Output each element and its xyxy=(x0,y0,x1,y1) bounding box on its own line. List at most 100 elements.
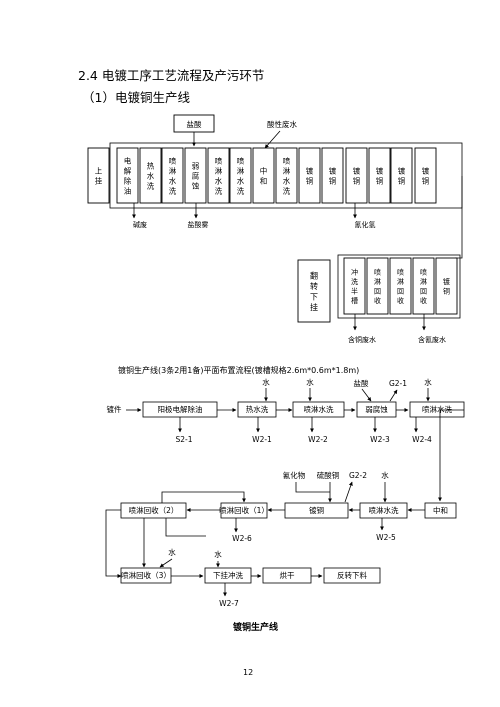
tank-label: 中和 xyxy=(260,166,268,186)
hydrogen-cyanide-label: 氰化氢 xyxy=(355,220,376,229)
cyanide-wastewater-label: 含氰废水 xyxy=(418,335,446,344)
page-number: 12 xyxy=(243,668,254,677)
spray-rinse-box-3 xyxy=(359,502,408,519)
tank-label: 冲洗半槽 xyxy=(351,268,358,306)
tank xyxy=(414,147,437,204)
tank-label: 镀铜 xyxy=(376,166,384,186)
section-heading: 2.4 电镀工序工艺流程及产污环节 xyxy=(78,68,265,83)
unload-tank xyxy=(297,259,331,323)
tank xyxy=(229,147,252,204)
copper-wastewater-label: 含铜废水 xyxy=(348,335,376,344)
tank xyxy=(275,147,298,204)
weak-etch-box-label: 弱腐蚀 xyxy=(365,404,388,414)
flow-arrow xyxy=(389,389,398,402)
hcl-mist-label: 盐酸雾 xyxy=(188,220,209,229)
copper-plating-box-label: 镀铜 xyxy=(309,505,324,515)
tank xyxy=(389,257,412,315)
tank-line-frame xyxy=(109,142,463,209)
spray-recovery-3-box xyxy=(120,567,172,584)
w2-3-label: W2-3 xyxy=(370,435,390,444)
unload-tank-label: 翻转下挂 xyxy=(310,271,318,312)
s2-1-label: S2-1 xyxy=(175,435,192,444)
hcl-input-label: 盐酸 xyxy=(187,119,202,129)
neutralize-box xyxy=(424,502,457,519)
tank-layout-diagram: 上挂电解除油热水洗喷淋水洗弱腐蚀喷淋水洗喷淋水洗中和喷淋水洗镀铜镀铜镀铜镀铜镀铜… xyxy=(87,114,463,344)
spray-recovery-1-box-label: 喷淋回收（1） xyxy=(219,505,269,515)
copper-sulfate-label: 硫酸铜 xyxy=(317,470,340,480)
flow-path xyxy=(105,509,122,578)
spray-rinse-box-1-label: 喷淋水洗 xyxy=(304,404,334,414)
flow-path xyxy=(165,518,206,537)
w2-4-label: W2-4 xyxy=(412,435,432,444)
w2-5-label: W2-5 xyxy=(376,533,396,542)
rinse-unload-box xyxy=(204,567,252,584)
tank-label: 喷淋回收 xyxy=(397,268,404,306)
tank-label: 镀铜 xyxy=(398,166,406,186)
hot-rinse-box xyxy=(237,401,277,418)
tank-label: 喷淋水洗 xyxy=(169,156,177,196)
tank-label: 喷淋回收 xyxy=(420,268,427,306)
tank xyxy=(366,257,389,315)
water-label: 水 xyxy=(381,470,389,480)
tank-label: 电解除油 xyxy=(124,156,132,196)
tank xyxy=(207,147,230,204)
tank xyxy=(252,147,275,204)
tank-label: 喷淋回收 xyxy=(374,268,381,306)
spray-recovery-1-box xyxy=(220,502,268,519)
copper-plating-box xyxy=(284,502,349,519)
flip-unload-box xyxy=(323,567,381,584)
neutralize-box-label: 中和 xyxy=(433,505,448,515)
water-label: 水 xyxy=(306,377,314,387)
cyanide-label: 氰化物 xyxy=(283,470,306,480)
w2-1-label: W2-1 xyxy=(252,435,272,444)
w2-7-label: W2-7 xyxy=(219,599,239,608)
tank xyxy=(184,147,207,204)
tank xyxy=(345,147,368,204)
tank xyxy=(435,257,458,315)
weak-etch-box xyxy=(356,401,397,418)
acid-wastewater-label: 酸性废水 xyxy=(267,119,297,129)
tank-label: 上挂 xyxy=(95,167,103,186)
spray-recovery-3-box-label: 喷淋回收（3） xyxy=(121,570,171,580)
flow-path xyxy=(295,482,330,493)
tank-label: 热水洗 xyxy=(147,161,155,191)
water-label: 水 xyxy=(168,547,176,557)
tank xyxy=(321,147,344,204)
tank-label: 喷淋水洗 xyxy=(215,156,223,196)
flow-arrow xyxy=(264,130,281,149)
g2-1-label: G2-1 xyxy=(389,379,407,388)
w2-6-label: W2-6 xyxy=(232,534,252,543)
spray-rinse-box-2 xyxy=(409,401,465,418)
drying-box xyxy=(262,567,312,584)
water-label: 水 xyxy=(262,377,270,387)
tank-label: 镀铜 xyxy=(329,166,337,186)
tank-label: 镀铜 xyxy=(422,166,430,186)
water-label: 水 xyxy=(424,377,432,387)
tank-label: 喷淋水洗 xyxy=(237,156,245,196)
tank-label: 镀铜 xyxy=(353,166,361,186)
tank xyxy=(87,147,110,204)
tank xyxy=(390,147,413,204)
flow-path xyxy=(455,176,463,259)
flow-arrow xyxy=(361,388,372,402)
flow-path xyxy=(438,409,464,502)
spray-recovery-2-box-label: 喷淋回收（2） xyxy=(129,505,179,515)
lower-tank-frame xyxy=(337,254,461,319)
spray-recovery-2-box xyxy=(120,502,187,519)
g2-2-label: G2-2 xyxy=(349,471,367,480)
flow-chart-title: 镀铜生产线(3条2用1备)平面布置流程(镀槽规格2.6m*0.6m*1.8m) xyxy=(118,366,360,375)
w2-2-label: W2-2 xyxy=(308,435,328,444)
flow-path xyxy=(161,491,246,503)
spray-rinse-box-1 xyxy=(292,401,345,418)
tank-label: 镀铜 xyxy=(443,277,450,296)
flow-arrow xyxy=(159,558,173,568)
subsection-heading: （1）电镀铜生产线 xyxy=(82,90,190,105)
tank-label: 镀铜 xyxy=(306,166,314,186)
spray-rinse-box-3-label: 喷淋水洗 xyxy=(369,505,399,515)
tank-label: 弱腐蚀 xyxy=(192,162,200,191)
alkali-waste-label: 碱废 xyxy=(133,220,147,229)
hot-rinse-box-label: 热水洗 xyxy=(246,404,269,414)
tank-label: 喷淋水洗 xyxy=(283,156,291,196)
